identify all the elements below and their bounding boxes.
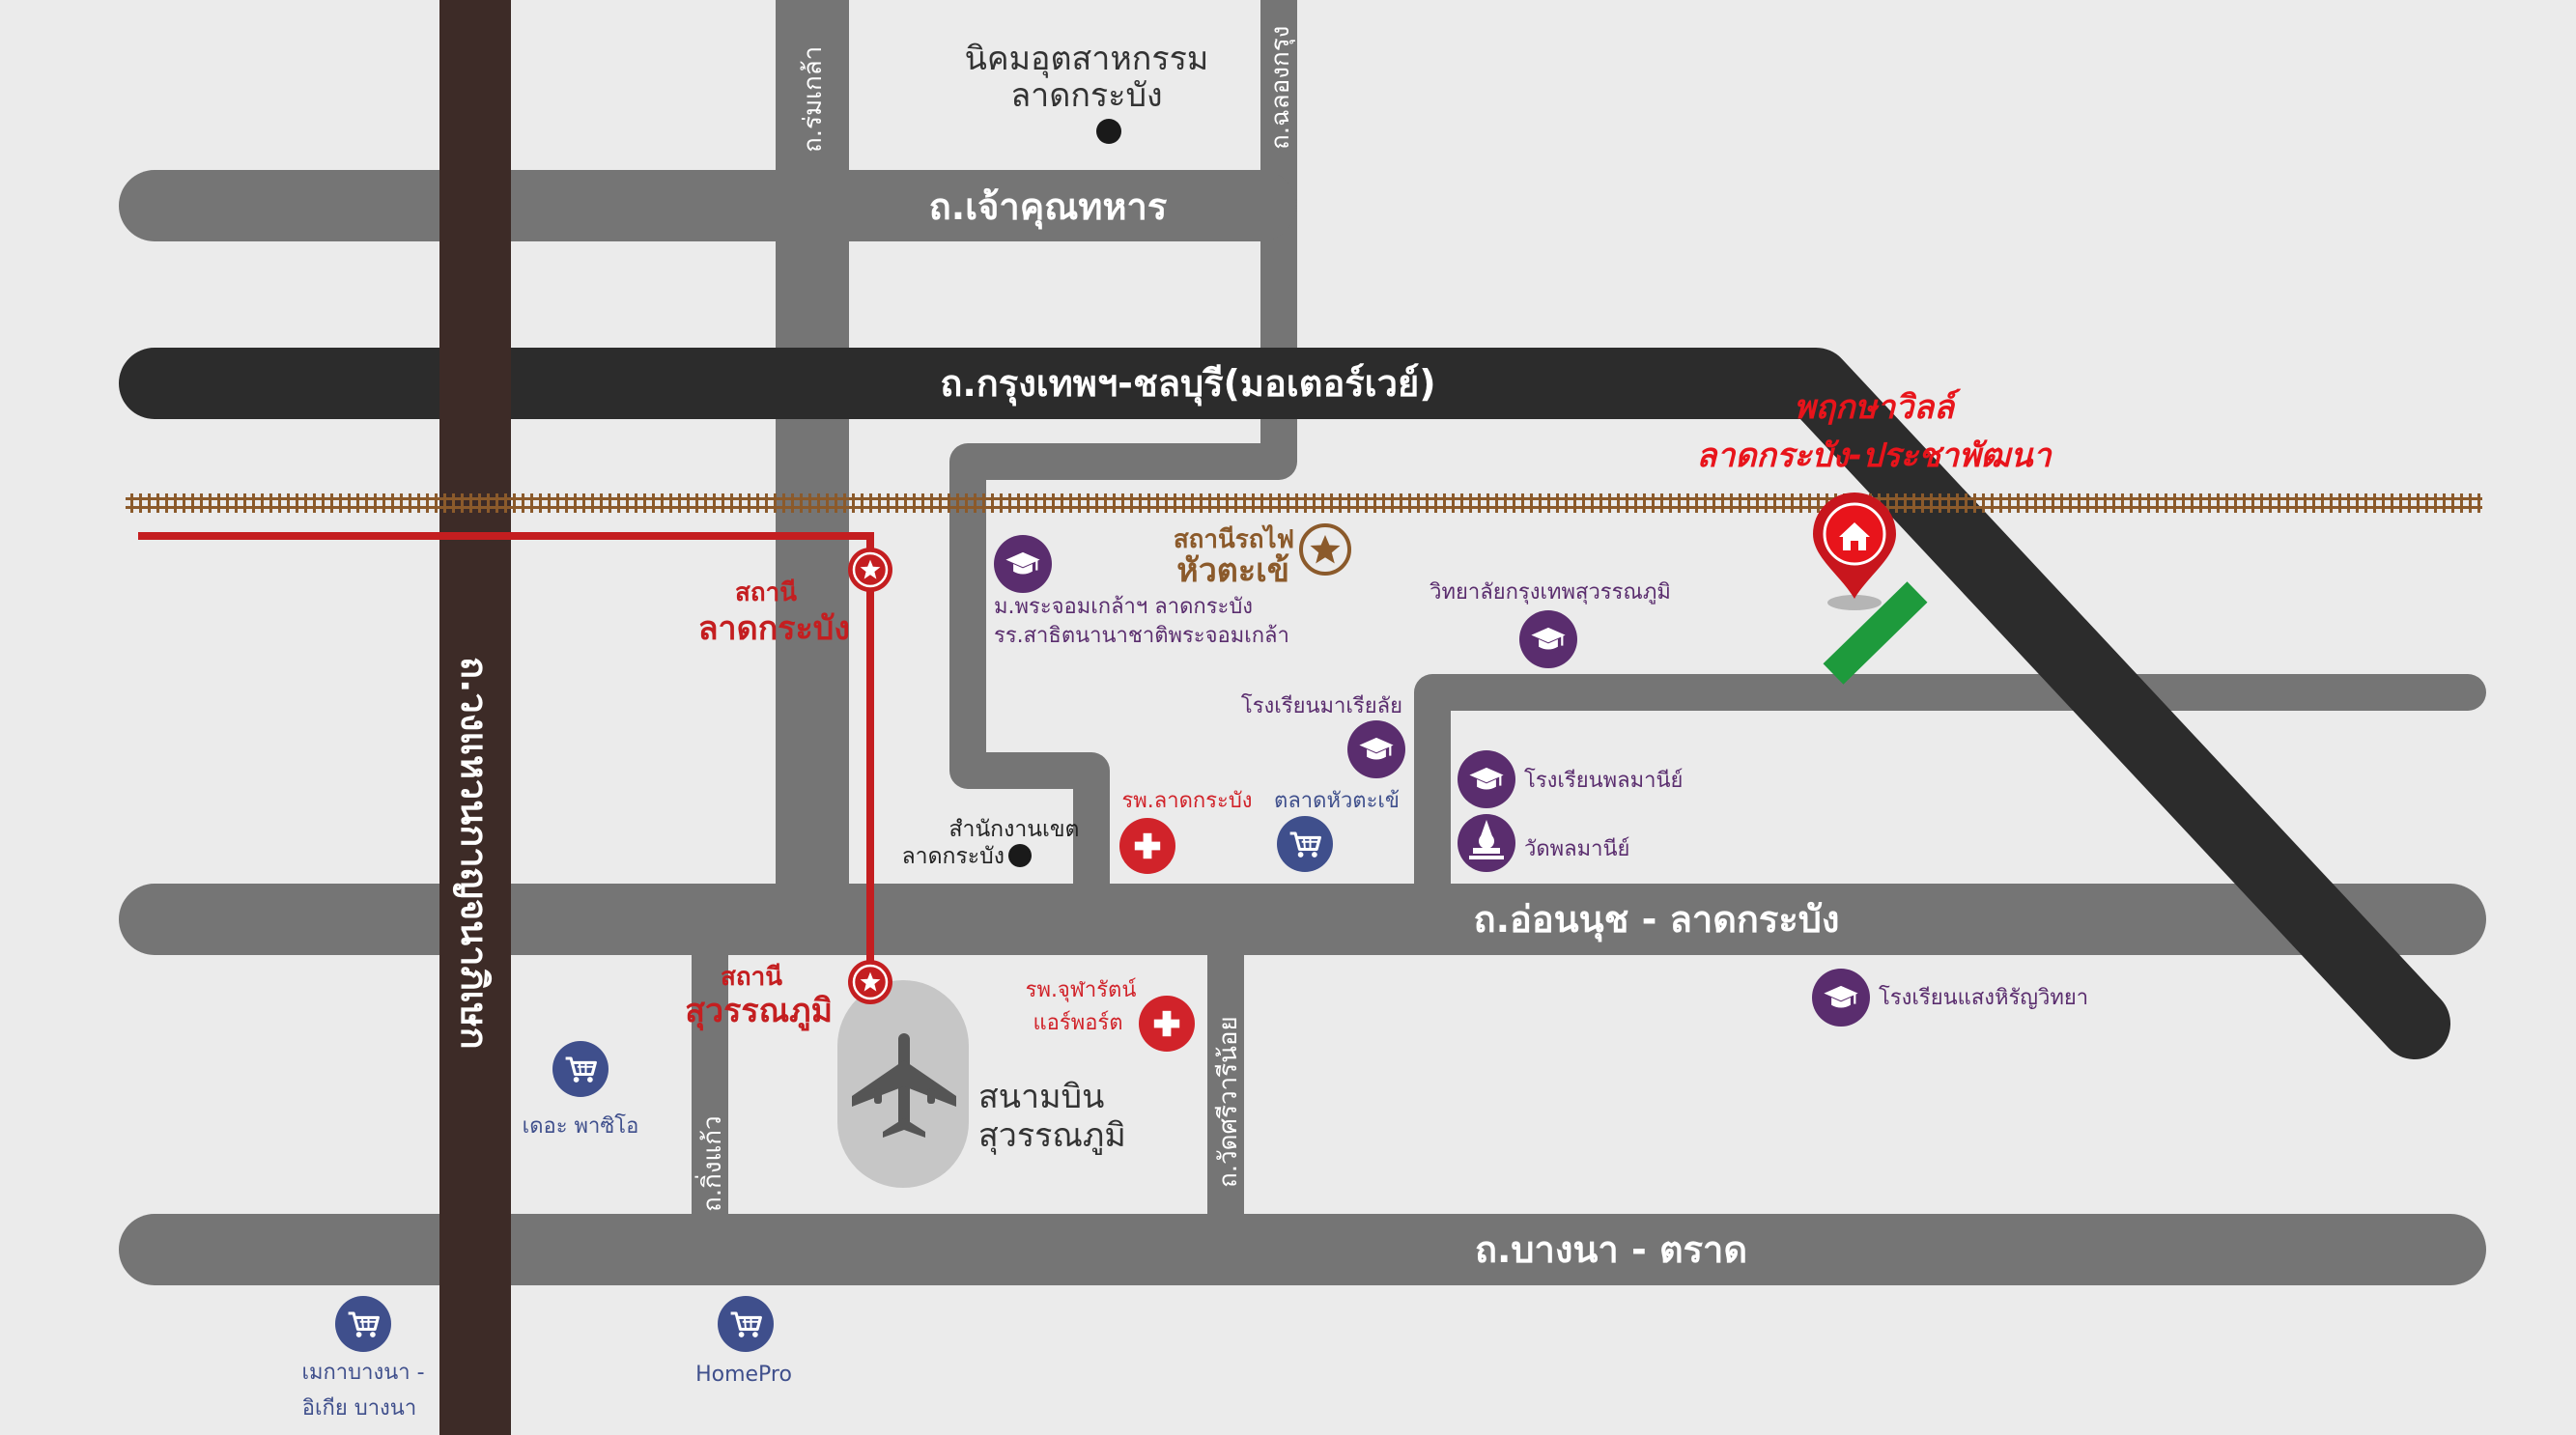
road-label-chalong-krung: ถ.ฉลองกรุง — [1266, 26, 1295, 150]
poi-bangkok-suvarnabhumi-college: วิทยาลัยกรุงเทพสุวรรณภูมิ — [1430, 580, 1671, 668]
airport-rail-link — [138, 532, 874, 982]
poi-saeng-hiran-school: โรงเรียนแสงหิรัญวิทยา — [1812, 969, 2088, 1027]
railway-ties — [126, 493, 2482, 513]
poi-chularat-label-line1: รพ.จุฬารัตน์ — [1026, 978, 1137, 1002]
road-wat-si-wari-noi — [1207, 951, 1244, 1231]
railway-rail-bottom — [126, 506, 2482, 509]
airport-label-line1: สนามบิน — [978, 1078, 1104, 1116]
roads-layer — [119, 0, 2486, 1435]
poi-college-label: วิทยาลัยกรุงเทพสุวรรณภูมิ — [1430, 580, 1671, 605]
industrial-estate-label-line2: ลาดกระบัง — [1010, 76, 1162, 115]
poi-homepro-label: HomePro — [695, 1363, 792, 1387]
station-hua-takhe: สถานีรถไฟ หัวตะเข้ — [1174, 523, 1351, 590]
poi-saeng-hiran-label: โรงเรียนแสงหิรัญวิทยา — [1879, 985, 2088, 1010]
road-king-kaeo — [692, 951, 728, 1231]
poi-hua-takhe-market-label: ตลาดหัวตะเข้ — [1274, 789, 1400, 813]
poi-paseo-label: เดอะ พาซิโอ — [523, 1113, 639, 1139]
poi-homepro: HomePro — [695, 1296, 792, 1387]
poi-mariyalai-school: โรงเรียนมาเรียลัย — [1241, 693, 1405, 778]
project-name-line2: ลาดกระบัง-ประชาพัฒนา — [1696, 436, 2052, 475]
road-motorway — [119, 348, 2450, 1059]
poi-chularat-hospital: รพ.จุฬารัตน์ แอร์พอร์ต — [1026, 978, 1195, 1052]
station-lat-krabang: สถานี ลาดกระบัง — [698, 548, 892, 648]
poi-lat-krabang-hospital-label: รพ.ลาดกระบัง — [1121, 789, 1252, 813]
road-label-chao-khun-thahan: ถ.เจ้าคุณทหาร — [929, 185, 1168, 230]
airport-label-line2: สุวรรณภูมิ — [978, 1116, 1126, 1155]
poi-pollamanee-school: โรงเรียนพลมานีย์ — [1458, 750, 1683, 808]
poi-mega-label-line1: เมกาบางนา - — [301, 1361, 424, 1385]
district-office-label-line1: สำนักงานเขต — [949, 817, 1080, 842]
road-label-king-kaeo: ถ.กิ่งแก้ว — [694, 1115, 727, 1212]
road-label-bang-na-trat: ถ.บางนา - ตราด — [1475, 1228, 1747, 1271]
road-kanchanaphisek — [439, 0, 511, 1435]
road-connector-north — [949, 425, 1297, 893]
poi-paseo: เดอะ พาซิโอ — [523, 1041, 639, 1139]
road-rom-klao — [776, 0, 849, 893]
road-label-wat-si-wari-noi: ถ.วัดศรีวารีน้อย — [1214, 1016, 1243, 1188]
poi-kmitl: ม.พระจอมเกล้าฯ ลาดกระบัง รร.สาธิตนานาชาต… — [994, 535, 1289, 648]
station-lat-krabang-label-line2: ลาดกระบัง — [698, 609, 850, 648]
railway-rail-top — [126, 497, 2482, 500]
district-office-label-line2: ลาดกระบัง — [902, 844, 1005, 869]
station-lat-krabang-label-line1: สถานี — [735, 578, 797, 607]
poi-wat-pollamanee-label: วัดพลมานีย์ — [1524, 837, 1629, 861]
industrial-estate-label-line1: นิคมอุตสาหกรรม — [965, 40, 1209, 78]
station-suvarnabhumi-label-line2: สุวรรณภูมิ — [685, 992, 833, 1031]
road-label-rom-klao: ถ.ร่มเกล้า — [799, 46, 828, 153]
station-suvarnabhumi: สถานี สุวรรณภูมิ — [685, 960, 892, 1031]
poi-wat-pollamanee: วัดพลมานีย์ — [1458, 814, 1629, 872]
road-label-kanchanaphisek: ถ.วงแหวนกาญจนาภิเษก — [453, 657, 495, 1050]
station-suvarnabhumi-label-line1: สถานี — [721, 963, 782, 992]
poi-mega-label-line2: อิเกีย บางนา — [302, 1396, 416, 1421]
poi-kmitl-label-line2: รร.สาธิตนานาชาติพระจอมเกล้า — [994, 624, 1289, 648]
airplane-icon — [852, 1033, 956, 1138]
home-pin-icon — [1813, 492, 1896, 599]
poi-kmitl-label-line1: ม.พระจอมเกล้าฯ ลาดกระบัง — [994, 595, 1253, 619]
station-hua-takhe-label-line2: หัวตะเข้ — [1176, 551, 1289, 590]
road-label-motorway: ถ.กรุงเทพฯ-ชลบุรี(มอเตอร์เวย์) — [940, 362, 1435, 407]
poi-mariyalai-label: โรงเรียนมาเรียลัย — [1241, 693, 1402, 718]
railway — [126, 493, 2482, 513]
poi-hua-takhe-market: ตลาดหัวตะเข้ — [1274, 789, 1400, 872]
station-hua-takhe-label-line1: สถานีรถไฟ — [1174, 523, 1294, 554]
poi-chularat-label-line2: แอร์พอร์ต — [1033, 1011, 1122, 1035]
dot-icon — [1096, 119, 1121, 144]
project-marker: พฤกษาวิลล์ ลาดกระบัง-ประชาพัฒนา — [1696, 388, 2052, 610]
poi-mega-bangna: เมกาบางนา - อิเกีย บางนา — [301, 1296, 425, 1421]
temple-icon — [1469, 820, 1504, 859]
road-label-on-nut: ถ.อ่อนนุช - ลาดกระบัง — [1474, 898, 1840, 943]
airport: สนามบิน สุวรรณภูมิ — [837, 980, 1126, 1188]
dot-icon — [1008, 844, 1032, 867]
project-name-line1: พฤกษาวิลล์ — [1794, 388, 1962, 427]
road-link-project — [1823, 581, 1928, 685]
poi-pollamanee-label: โรงเรียนพลมานีย์ — [1524, 768, 1683, 793]
poi-lat-krabang-hospital: รพ.ลาดกระบัง — [1119, 789, 1253, 874]
